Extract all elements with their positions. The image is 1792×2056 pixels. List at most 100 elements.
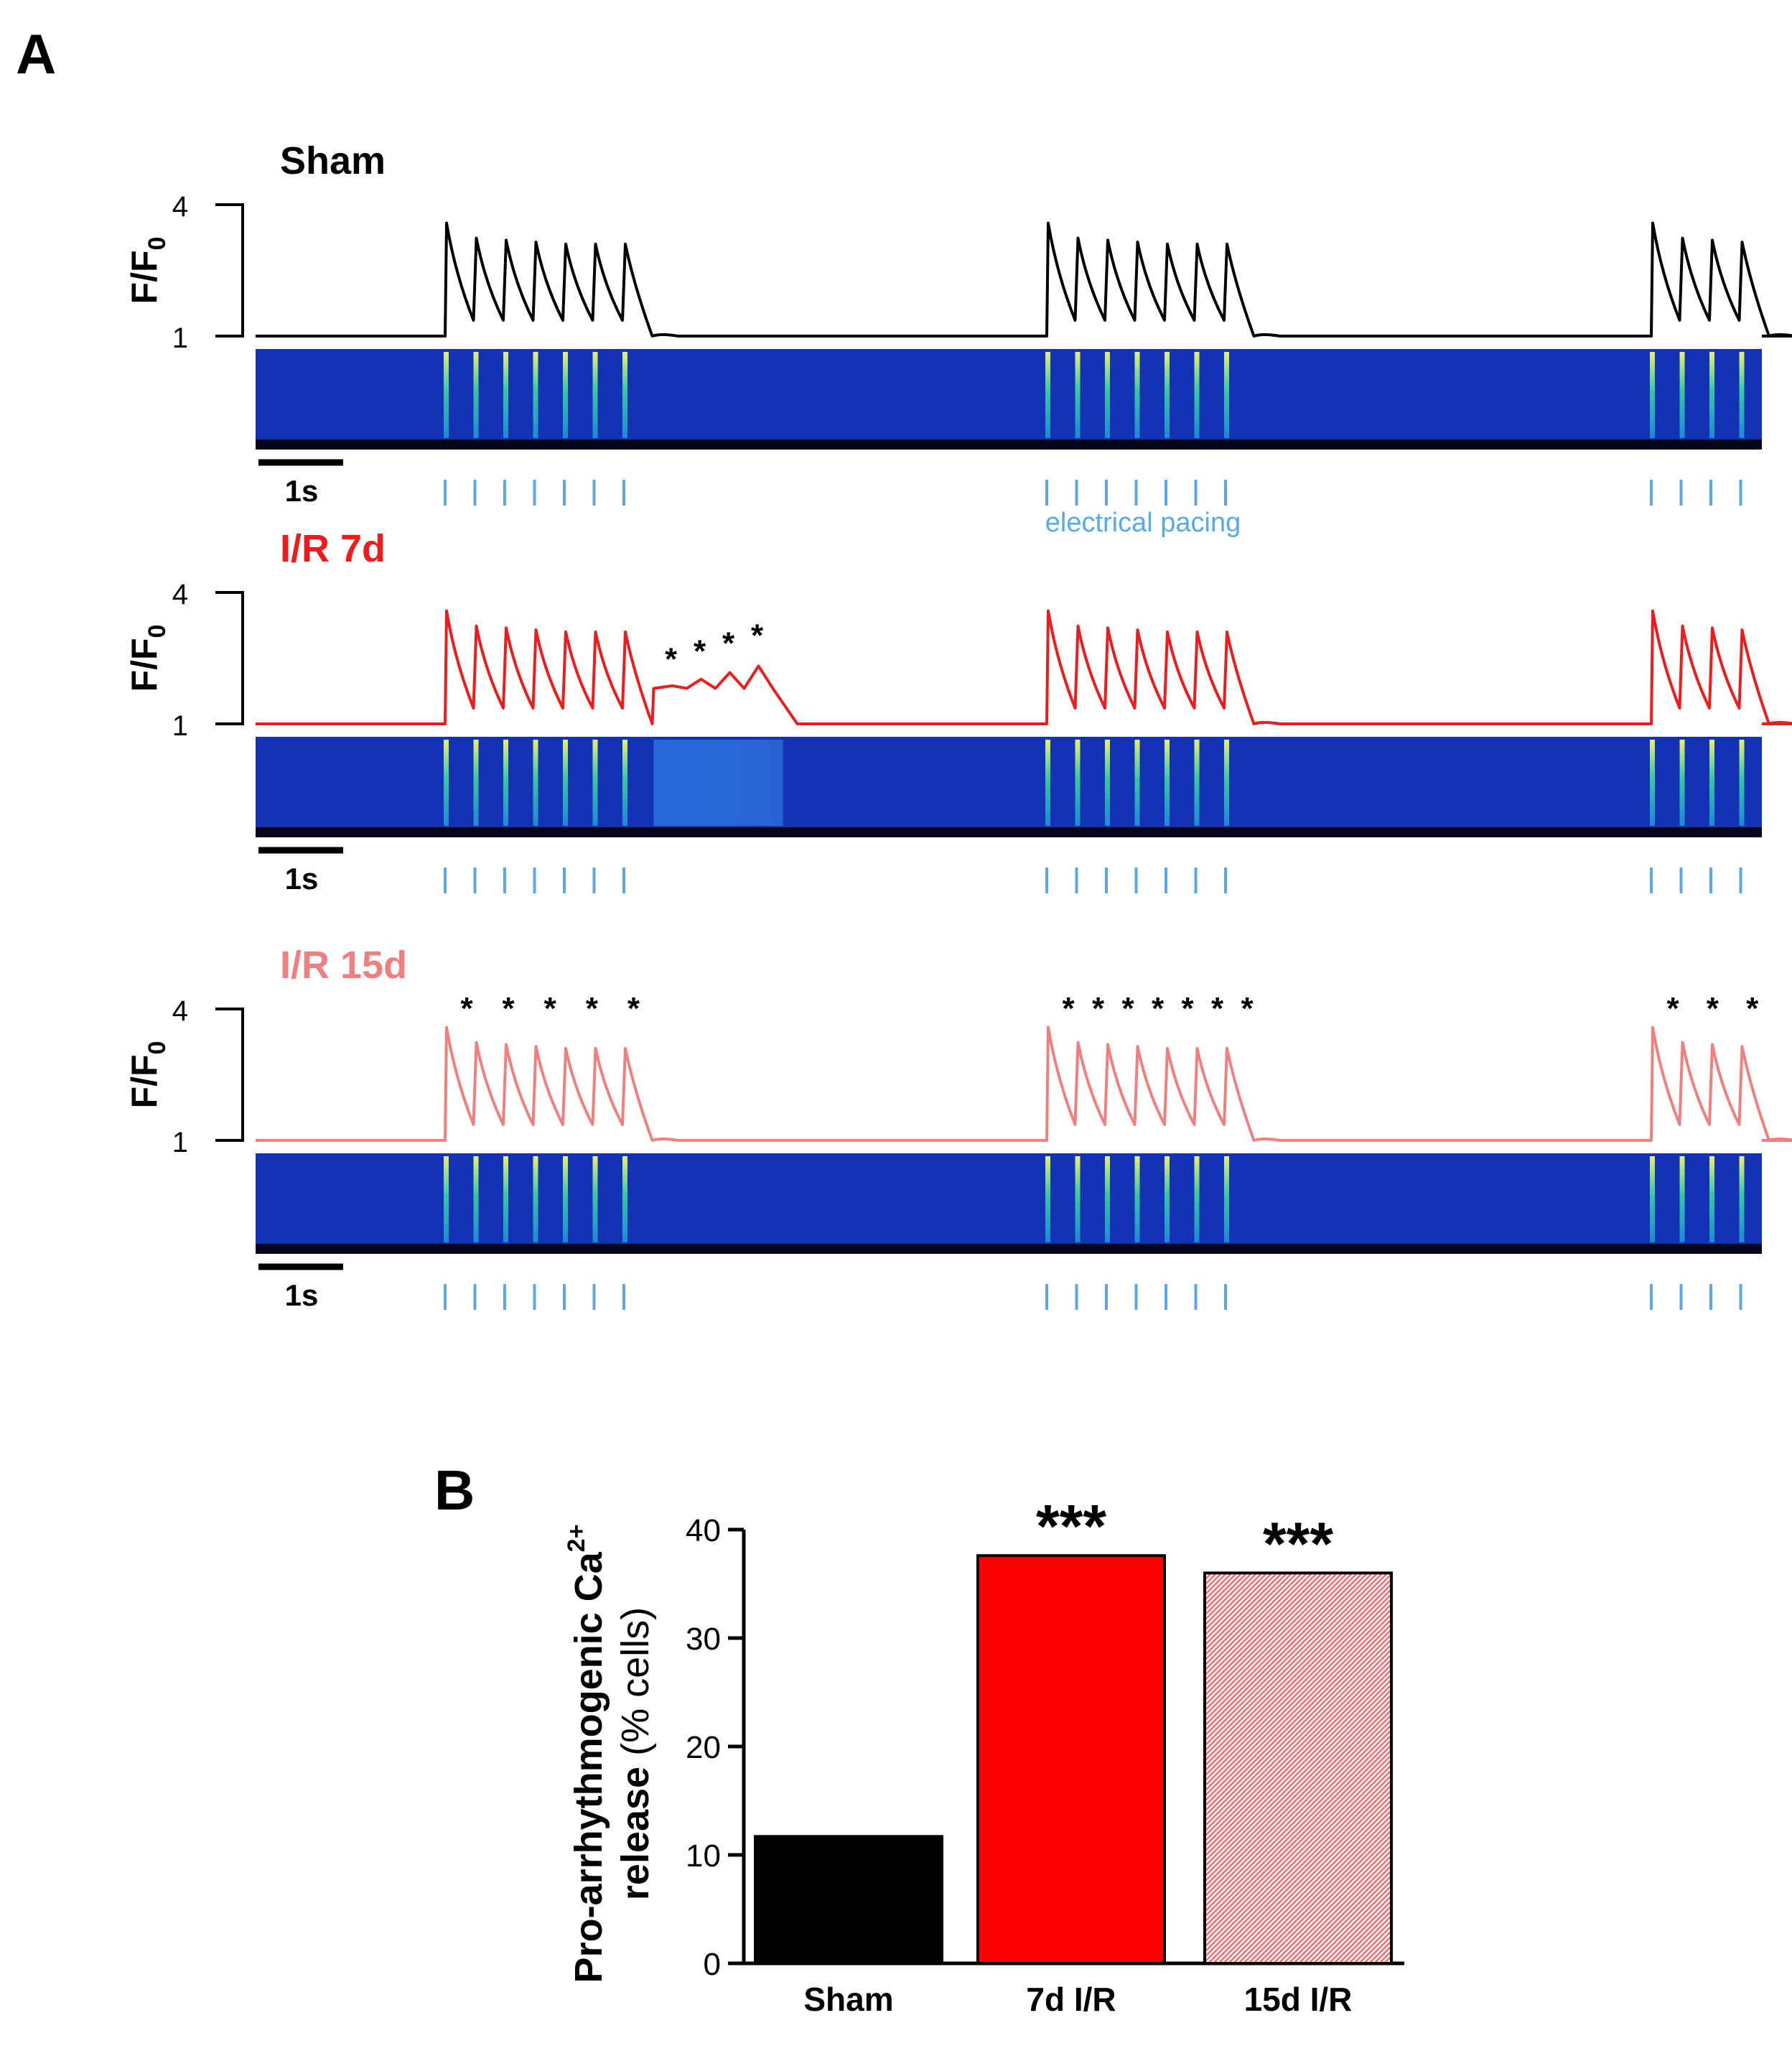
linescan-release-stripe (533, 352, 538, 438)
y-tick-4: 4 (172, 995, 188, 1027)
spontaneous-release-marker: * (722, 625, 735, 661)
y-tick-4: 4 (172, 191, 188, 223)
linescan-image (256, 349, 1762, 450)
linescan-release-stripe (1194, 1156, 1200, 1242)
linescan-release-stripe (1709, 740, 1714, 826)
spontaneous-release-marker: * (627, 991, 640, 1026)
y-axis-label: Pro-arrhythmogenic Ca2+ release (% cells… (563, 1525, 657, 1983)
linescan-release-stripe (1679, 740, 1685, 826)
linescan-release-stripe (473, 1156, 479, 1242)
linescan-release-stripe (592, 352, 598, 438)
spontaneous-release-marker: * (1062, 991, 1075, 1026)
linescan-release-stripe (1045, 740, 1050, 826)
y-axis-label-main: F/F (124, 250, 164, 304)
linescan-release-stripe (563, 740, 568, 826)
linescan-cell-edge (256, 1244, 1762, 1254)
spontaneous-release-marker: * (1121, 991, 1134, 1026)
linescan-release-stripe (1075, 352, 1081, 438)
linescan-release-stripe (622, 1156, 627, 1242)
y-tick-label: 30 (686, 1622, 721, 1657)
spontaneous-release-marker: * (1241, 991, 1254, 1026)
linescan-ca-wave (653, 740, 783, 826)
linescan-release-stripe (592, 1156, 598, 1242)
linescan-release-stripe (503, 352, 508, 438)
spontaneous-release-marker: * (544, 991, 557, 1026)
bar-sham (754, 1835, 943, 1966)
linescan-release-stripe (444, 1156, 449, 1242)
y-axis-label-line2: release (% cells) (614, 1607, 657, 1900)
row-label: I/R 7d (280, 527, 386, 570)
scale-bar-label: 1s (285, 1278, 319, 1312)
linescan-release-stripe (1105, 740, 1110, 826)
y-tick-1: 1 (172, 710, 188, 742)
pacing-label: electrical pacing (1045, 508, 1241, 538)
linescan-release-stripe (444, 740, 449, 826)
calcium-trace (256, 609, 1792, 725)
linescan-release-stripe (1134, 740, 1140, 826)
linescan-release-stripe (1165, 740, 1170, 826)
y-tick-4: 4 (172, 579, 188, 610)
linescan-release-stripe (1075, 1156, 1081, 1242)
linescan-release-stripe (563, 352, 568, 438)
linescan-release-stripe (1650, 352, 1655, 438)
linescan-release-stripe (533, 1156, 538, 1242)
y-axis-label-sup: 2+ (563, 1525, 590, 1553)
linescan-release-stripe (1194, 740, 1200, 826)
y-tick-label: 40 (686, 1513, 721, 1548)
y-axis-label: F/F0 (124, 625, 171, 692)
spontaneous-release-marker: * (694, 633, 706, 669)
y-tick-1: 1 (172, 322, 188, 354)
y-tick-label: 10 (686, 1838, 721, 1874)
x-tick-label: Sham (803, 1981, 893, 2018)
scale-bar-label: 1s (285, 862, 319, 896)
spontaneous-release-marker: * (665, 641, 678, 676)
y-axis-bracket (215, 1008, 244, 1142)
y-axis-label-sub: 0 (144, 1041, 171, 1055)
bar-7d-i-r (976, 1554, 1166, 1965)
linescan-cell-edge (256, 439, 1762, 450)
row-label: Sham (280, 139, 386, 182)
scale-bar-label: 1s (285, 474, 319, 508)
linescan-release-stripe (1224, 1156, 1229, 1242)
spontaneous-release-marker: * (586, 991, 599, 1026)
y-axis-label: F/F0 (124, 237, 171, 304)
spontaneous-release-marker: * (460, 991, 473, 1026)
y-axis-label-unit: (% cells) (614, 1607, 657, 1767)
linescan-release-stripe (1045, 352, 1050, 438)
calcium-trace (256, 1025, 1792, 1142)
significance-marker: *** (1263, 1510, 1333, 1577)
x-tick-label: 15d I/R (1244, 1981, 1353, 2018)
linescan-release-stripe (1739, 1156, 1745, 1242)
panel-a-letter: A (16, 22, 56, 85)
linescan-image (256, 1153, 1762, 1254)
y-axis-label-sub: 0 (144, 237, 171, 251)
linescan-release-stripe (473, 352, 479, 438)
spontaneous-release-marker: * (503, 991, 515, 1026)
linescan-release-stripe (1679, 352, 1685, 438)
linescan-image (256, 737, 1762, 837)
linescan-release-stripe (563, 1156, 568, 1242)
y-axis-label-line1: Pro-arrhythmogenic Ca2+ (563, 1525, 610, 1983)
y-axis-label-sub: 0 (144, 625, 171, 638)
y-axis-label-main: F/F (124, 1054, 164, 1108)
linescan-release-stripe (622, 740, 627, 826)
spontaneous-release-marker: * (1152, 991, 1165, 1026)
spontaneous-release-marker: * (1707, 991, 1719, 1026)
linescan-release-stripe (1650, 1156, 1655, 1242)
linescan-release-stripe (622, 352, 627, 438)
linescan-release-stripe (592, 740, 598, 826)
linescan-release-stripe (1165, 352, 1170, 438)
linescan-release-stripe (1650, 740, 1655, 826)
linescan-release-stripe (503, 740, 508, 826)
spontaneous-release-marker: * (1211, 991, 1224, 1026)
linescan-cell-edge (256, 827, 1762, 837)
spontaneous-release-marker: * (751, 618, 764, 653)
linescan-release-stripe (533, 740, 538, 826)
panel-b-letter: B (434, 1459, 475, 1522)
y-axis-bracket (215, 591, 244, 725)
linescan-release-stripe (1134, 352, 1140, 438)
